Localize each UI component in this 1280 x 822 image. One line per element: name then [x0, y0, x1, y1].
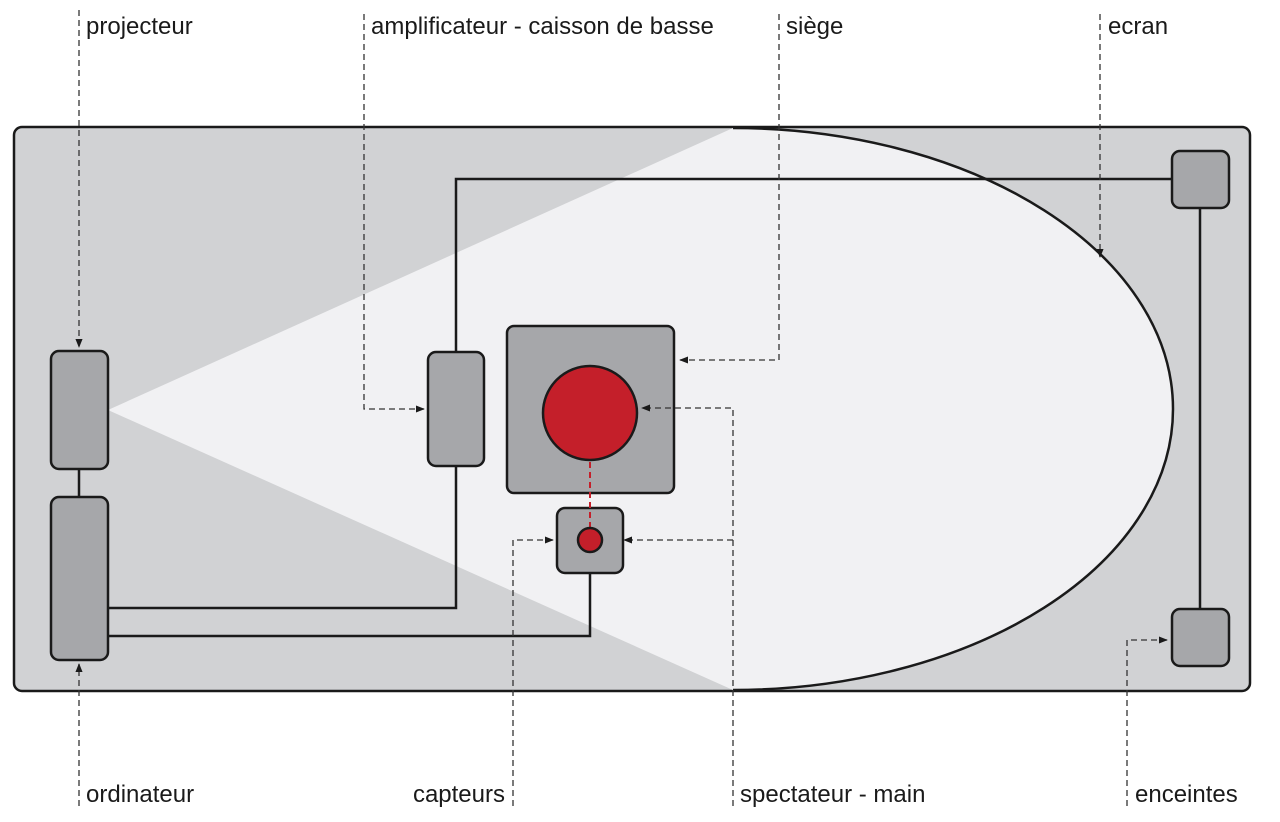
wire-amp-to-speaker	[454, 177, 1172, 352]
speaker-top-box	[1170, 149, 1231, 210]
screen-curve	[732, 126, 1175, 692]
label-projecteur: projecteur	[86, 13, 193, 40]
leader-spectateur	[641, 404, 734, 806]
label-enceintes: enceintes	[1135, 781, 1238, 808]
projector-box	[49, 349, 110, 471]
wire-computer-to-sensor	[108, 552, 592, 638]
wire-computer-to-amp	[108, 466, 458, 610]
leader-siege	[679, 14, 780, 364]
label-siege: siège	[786, 13, 843, 40]
computer-box	[49, 495, 110, 662]
label-ecran: ecran	[1108, 13, 1168, 40]
amplifier-box	[426, 350, 486, 468]
label-amplificateur: amplificateur - caisson de basse	[371, 13, 714, 40]
speaker-bottom-box	[1170, 607, 1231, 668]
leader-amplificateur	[363, 14, 425, 413]
hand-circle	[576, 526, 604, 554]
screen-ellipse	[733, 128, 1173, 690]
label-ordinateur: ordinateur	[86, 781, 194, 808]
label-capteurs: capteurs	[413, 781, 505, 808]
leader-enceintes	[1126, 636, 1168, 806]
label-spectateur: spectateur - main	[740, 781, 925, 808]
spectator-circle	[541, 364, 639, 462]
leader-capteurs	[512, 536, 554, 806]
